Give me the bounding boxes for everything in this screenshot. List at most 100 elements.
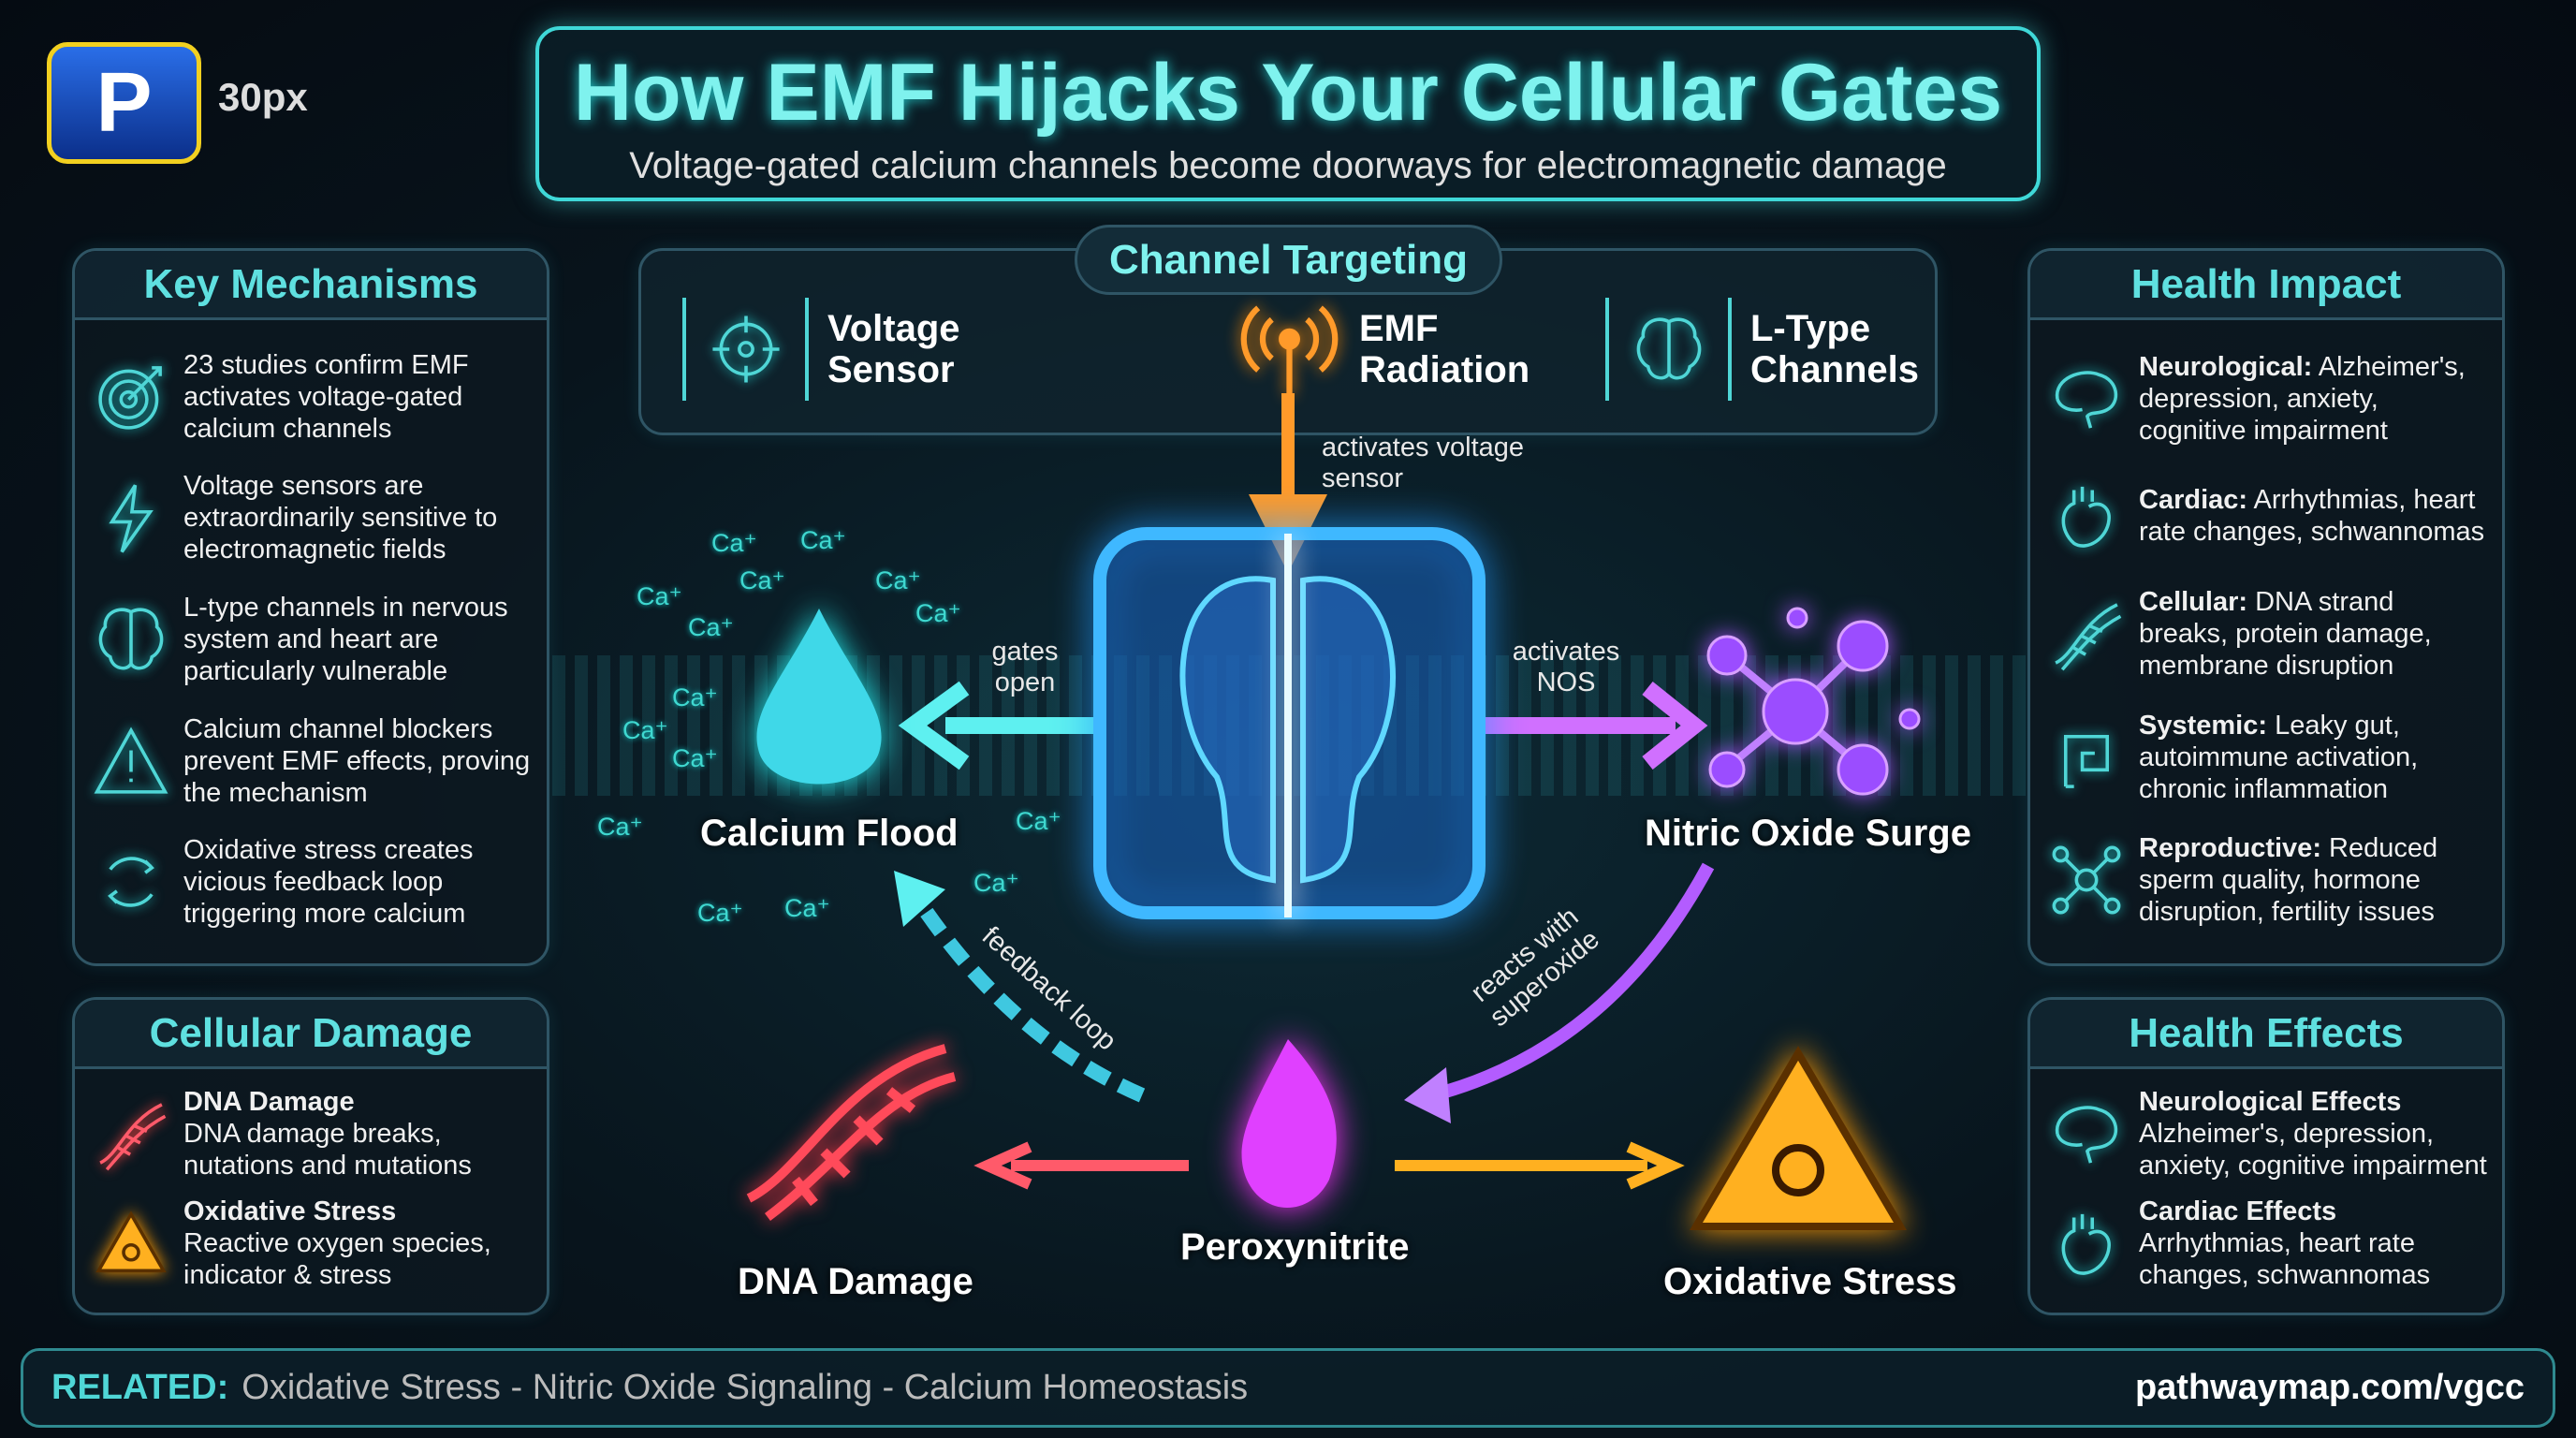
channel-emf-radiation: EMF Radiation [1231,298,1537,401]
panel-title: Key Mechanisms [75,251,547,320]
antenna-icon [1231,298,1348,401]
list-item: Voltage sensors are extraordinarily sens… [92,470,534,565]
item-text: Cardiac: Arrhythmias, heart rate changes… [2139,485,2485,548]
molecule-icon [2047,838,2126,922]
calcium-ion: Ca⁺ [688,613,734,641]
page-subtitle: Voltage-gated calcium channels become do… [629,145,1947,186]
item-text: Systemic: Leaky gut, autoimmune activati… [2139,710,2419,804]
calcium-channel-icon [1093,527,1486,919]
warning-icon [92,719,170,803]
list-item: Calcium channel blockers prevent EMF eff… [92,713,534,809]
size-label: 30px [218,75,308,119]
channel-l-type: L-Type Channels [1605,298,1928,401]
calcium-ion: Ca⁺ [875,566,921,594]
edge-label-nos: activates NOS [1512,637,1620,697]
list-item: Cellular: DNA strand breaks, protein dam… [2047,586,2489,682]
cycle-icon [92,840,170,924]
source-url[interactable]: pathwaymap.com/vgcc [2134,1368,2525,1407]
panel-title: Health Effects [2030,1000,2502,1069]
calcium-ion: Ca⁺ [915,599,961,627]
dna-damage-icon [746,1044,957,1221]
list-item: Cardiac: Arrhythmias, heart rate changes… [2047,474,2489,558]
list-item: Systemic: Leaky gut, autoimmune activati… [2047,710,2489,805]
list-item: Oxidative stress creates vicious feedbac… [92,834,534,930]
calcium-ion: Ca⁺ [597,813,643,841]
calcium-ion: Ca⁺ [1016,807,1061,835]
biohazard-symbol [1772,1144,1824,1196]
brain-icon [92,597,170,682]
edge-label-emf: activates voltage sensor [1322,433,1525,493]
brain-icon [1605,298,1732,401]
item-text: L-type channels in nervous system and he… [183,592,508,686]
nitric-oxide-molecule-icon [1706,607,1921,796]
item-text: Voltage sensors are extraordinarily sens… [183,471,498,565]
peroxynitrite-flame-icon [1241,1039,1337,1208]
node-calcium-flood: Calcium Flood [700,813,959,854]
brand-logo: P [47,42,201,164]
biohazard-warning-icon [1690,1046,1907,1230]
page-title: How EMF Hijacks Your Cellular Gates [573,48,2003,138]
node-peroxynitrite: Peroxynitrite [1180,1226,1410,1268]
brain-icon [2047,1092,2126,1176]
calcium-ion: Ca⁺ [800,526,846,554]
related-topics[interactable]: Oxidative Stress - Nitric Oxide Signalin… [242,1368,1249,1407]
feedback-arrow [911,894,1146,1103]
health-impact-panel: Health Impact Neurological: Alzheimer's,… [2027,248,2505,966]
calcium-ion: Ca⁺ [973,869,1019,897]
target-icon [92,355,170,439]
calcium-ion: Ca⁺ [784,894,830,922]
edge-label-gates-open: gates open [991,637,1059,697]
reacts-arrow [1430,862,1715,1102]
key-mechanisms-panel: Key Mechanisms 23 studies confirm EMF ac… [72,248,549,966]
brain-icon [2047,357,2126,441]
item-text: 23 studies confirm EMF activates voltage… [183,349,469,444]
channel-targeting-title: Channel Targeting [1075,225,1502,295]
calcium-ion: Ca⁺ [739,566,785,594]
item-text: Calcium channel blockers prevent EMF eff… [183,713,531,808]
item-text: Cellular: DNA strand breaks, protein dam… [2139,586,2432,681]
calcium-ion: Ca⁺ [622,716,668,744]
related-label: RELATED: [51,1368,229,1407]
list-item: L-type channels in nervous system and he… [92,592,534,687]
item-text: Oxidative stress creates vicious feedbac… [183,835,474,930]
channel-voltage-sensor: Voltage Sensor [682,298,968,401]
item-text: Reproductive: Reduced sperm quality, hor… [2139,833,2438,928]
to-dna-arrow [973,1141,1189,1190]
to-oxidative-arrow [1395,1141,1685,1190]
calcium-ion: Ca⁺ [697,899,743,927]
panel-body: 23 studies confirm EMF activates voltage… [75,323,547,956]
item-text: Neurological: Alzheimer's, depression, a… [2139,351,2466,446]
list-item: Neurological: Alzheimer's, depression, a… [2047,351,2489,447]
calcium-drop-icon [756,609,882,785]
biohazard-icon [92,1201,170,1285]
panel-body: Neurological: Alzheimer's, depression, a… [2030,323,2502,956]
intestine-icon [2047,715,2126,800]
calcium-ion: Ca⁺ [672,744,718,772]
panel-title: Health Impact [2030,251,2502,320]
heart-icon [2047,474,2126,558]
lightning-icon [92,476,170,560]
footer-bar: RELATED: Oxidative Stress - Nitric Oxide… [21,1348,2555,1428]
dna-icon [2047,592,2126,676]
reacts-arrowhead [1404,1067,1451,1123]
node-nitric-oxide-surge: Nitric Oxide Surge [1645,813,1971,854]
channel-label: L-Type Channels [1750,308,1920,390]
title-box: How EMF Hijacks Your Cellular Gates Volt… [535,26,2041,201]
calcium-ion: Ca⁺ [637,582,682,610]
feedback-arrowhead [894,871,945,927]
calcium-ion: Ca⁺ [711,529,757,557]
calcium-ion: Ca⁺ [672,683,718,712]
node-oxidative-stress: Oxidative Stress [1663,1261,1957,1302]
